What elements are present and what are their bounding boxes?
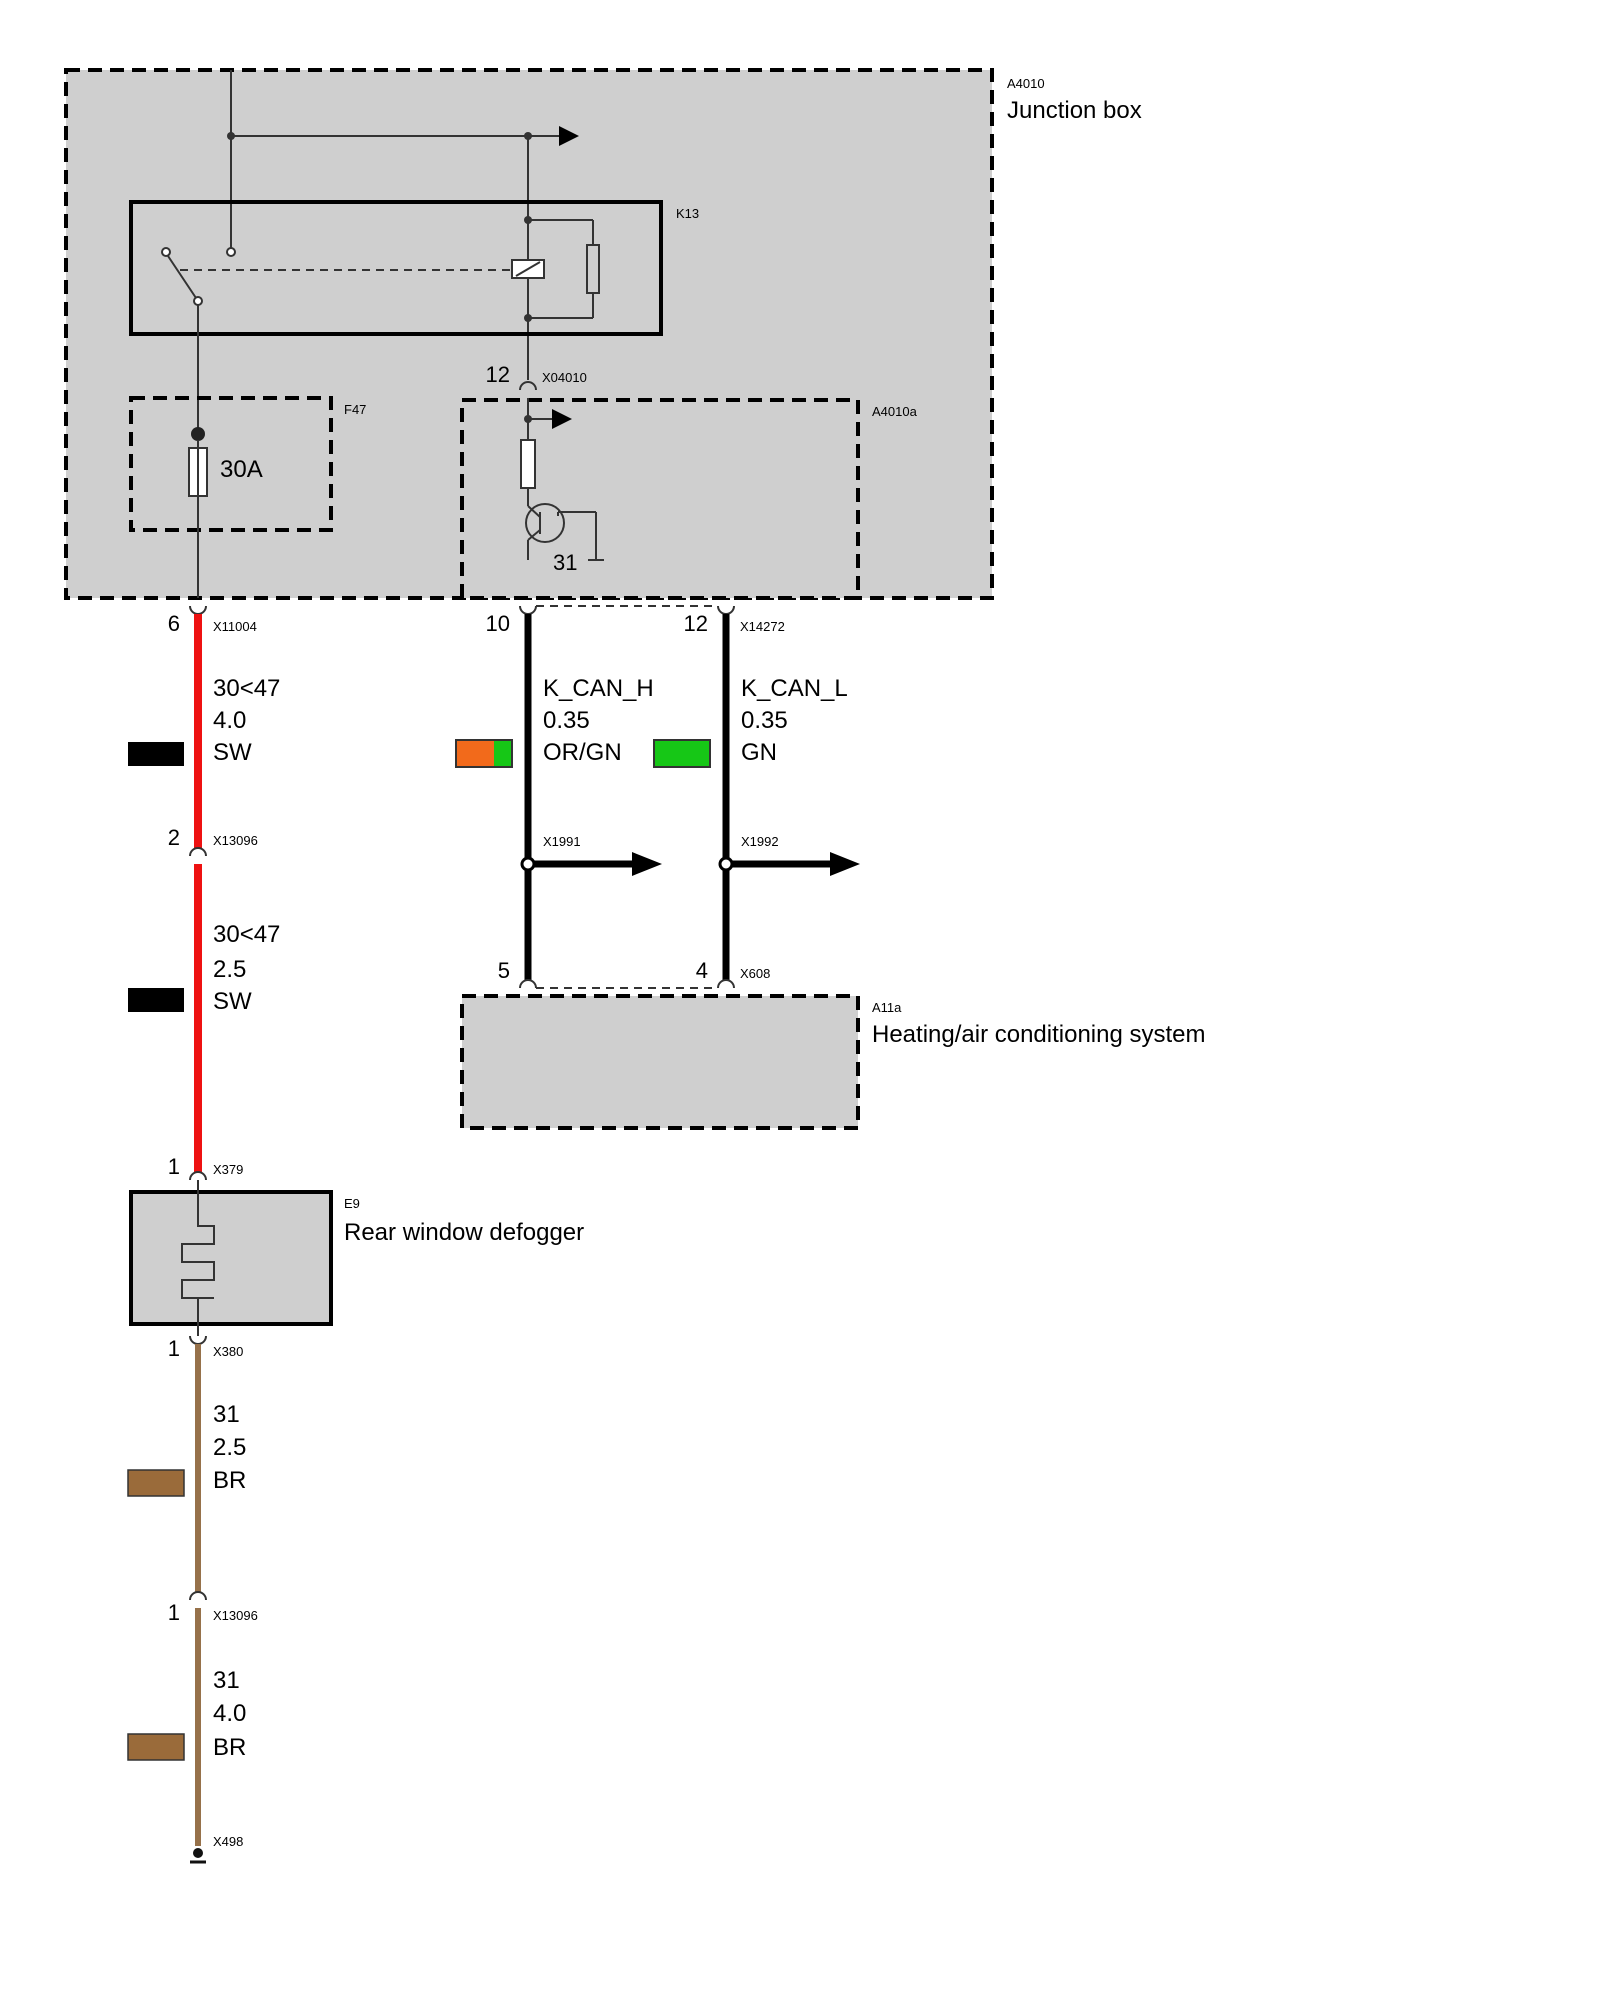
can-l-color: GN <box>741 739 777 766</box>
module-id: A4010a <box>872 404 918 419</box>
wire-color-swatch-br <box>127 1733 185 1761</box>
x379-connector-icon <box>189 1171 207 1181</box>
x13096-connector-icon <box>189 1591 207 1601</box>
defogger-name: Rear window defogger <box>344 1219 584 1246</box>
junction-box-name: Junction box <box>1007 97 1142 124</box>
x11004-id: X11004 <box>213 619 257 634</box>
red1-signal: 30<47 <box>213 675 280 702</box>
br1-color: BR <box>213 1467 246 1494</box>
wire-color-swatch-sw <box>128 742 184 766</box>
relay-k13[interactable] <box>129 200 663 336</box>
x380-pin: 1 <box>168 1336 180 1361</box>
rear-window-defogger[interactable] <box>129 1190 333 1326</box>
x14272-pin-a: 10 <box>486 611 510 636</box>
x13096a-id: X13096 <box>213 833 258 848</box>
can-l-size: 0.35 <box>741 707 788 734</box>
hvac-module[interactable] <box>460 994 860 1130</box>
red2-size: 2.5 <box>213 956 246 983</box>
wire-color-swatch-sw <box>128 988 184 1012</box>
x1992-branch[interactable] <box>718 852 860 876</box>
x608-connector-icon <box>519 979 537 989</box>
x1991-branch[interactable] <box>520 852 662 876</box>
red2-color: SW <box>213 988 252 1015</box>
x608-connector-icon <box>717 979 735 989</box>
x1991-id: X1991 <box>543 834 581 849</box>
red1-size: 4.0 <box>213 707 246 734</box>
x498-id: X498 <box>213 1834 243 1849</box>
x04010-id: X04010 <box>542 370 587 385</box>
x13096b-id: X13096 <box>213 1608 258 1623</box>
can-l-signal: K_CAN_L <box>741 675 848 702</box>
x13096b-pin: 1 <box>168 1600 180 1625</box>
relay-coil <box>511 216 600 322</box>
relay-contacts <box>161 247 510 440</box>
defogger-id: E9 <box>344 1196 360 1211</box>
wire-color-swatch-or <box>456 740 494 767</box>
hvac-id: A11a <box>872 1000 902 1015</box>
x14272-connector-icon <box>519 605 537 615</box>
wire-color-swatch-border <box>455 739 513 768</box>
br2-signal: 31 <box>213 1667 240 1694</box>
x608-pin-a: 5 <box>498 958 510 983</box>
x379-id: X379 <box>213 1162 243 1177</box>
x04010-connector-icon <box>519 381 537 391</box>
br1-size: 2.5 <box>213 1434 246 1461</box>
can-h-color: OR/GN <box>543 739 622 766</box>
x11004-connector-icon <box>189 605 207 615</box>
x380-id: X380 <box>213 1344 243 1359</box>
x608-id: X608 <box>740 966 770 981</box>
x13096-connector-icon <box>189 847 207 857</box>
wire-color-swatch-gn <box>494 740 512 767</box>
x04010-pin: 12 <box>486 362 510 387</box>
ground-icon <box>190 1848 206 1864</box>
x13096a-pin: 2 <box>168 825 180 850</box>
fuse-id: F47 <box>344 402 366 417</box>
x11004-pin: 6 <box>168 611 180 636</box>
wire-color-swatch-gn <box>653 739 711 768</box>
transistor-circuit <box>520 398 604 561</box>
heating-element-icon <box>181 1180 215 1336</box>
fuse-f47[interactable] <box>129 396 333 532</box>
x14272-id: X14272 <box>740 619 785 634</box>
x380-connector-icon <box>189 1335 207 1345</box>
fuse-symbol <box>188 427 208 598</box>
x14272-connector-icon <box>717 605 735 615</box>
module-ground: 31 <box>553 550 577 575</box>
br2-color: BR <box>213 1734 246 1761</box>
br2-size: 4.0 <box>213 1700 246 1727</box>
relay-id: K13 <box>676 206 699 221</box>
can-h-size: 0.35 <box>543 707 590 734</box>
supply-lines <box>227 70 579 380</box>
junction-box-id: A4010 <box>1007 76 1045 91</box>
red1-color: SW <box>213 739 252 766</box>
x1992-id: X1992 <box>741 834 779 849</box>
can-h-signal: K_CAN_H <box>543 675 654 702</box>
module-a4010a[interactable] <box>460 398 860 600</box>
x379-pin: 1 <box>168 1154 180 1179</box>
hvac-name: Heating/air conditioning system <box>872 1021 1206 1048</box>
br1-signal: 31 <box>213 1401 240 1428</box>
x608-pin-b: 4 <box>696 958 708 983</box>
x14272-pin-b: 12 <box>684 611 708 636</box>
wire-color-swatch-br <box>127 1469 185 1497</box>
red2-signal: 30<47 <box>213 921 280 948</box>
fuse-rating: 30A <box>220 456 263 483</box>
